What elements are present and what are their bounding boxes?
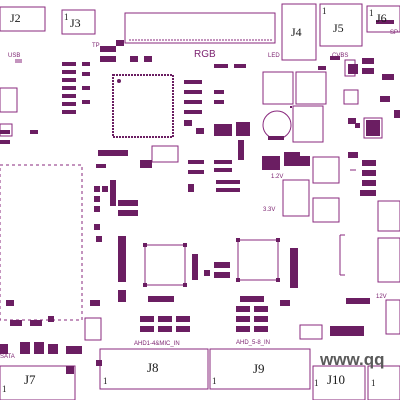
label-led: LED — [268, 53, 280, 59]
label-j5: J5 — [333, 21, 344, 35]
small-component-left — [0, 87, 18, 113]
capacitor-1 — [262, 71, 294, 105]
ahd-chip-2 — [237, 239, 279, 281]
label-3-3v: 3.3V — [263, 207, 275, 213]
pin1-j8: 1 — [103, 376, 108, 386]
label-sp: SP — [390, 30, 398, 36]
capacitor-6 — [377, 237, 400, 283]
small-part — [0, 123, 13, 137]
label-rgb: RGB — [194, 49, 216, 60]
label-1-2v: 1.2V — [271, 174, 283, 180]
label-j4: J4 — [291, 25, 302, 39]
connector-right-bottom — [367, 365, 400, 400]
capacitor-7 — [385, 299, 400, 335]
connector-j6-outline — [366, 5, 400, 33]
main-soc-chip — [112, 74, 174, 138]
label-j7: J7 — [24, 372, 36, 387]
connector-j7-outline — [0, 365, 76, 400]
capacitor-2 — [295, 71, 327, 105]
connector-j8-outline — [99, 348, 209, 390]
ic-right — [363, 117, 383, 139]
pin1-j7: 1 — [2, 384, 7, 394]
pin1-j3: 1 — [64, 12, 69, 22]
label-12v: 12V — [376, 294, 387, 300]
inductor-2 — [312, 197, 340, 223]
watermark-text: www.qq — [319, 350, 385, 369]
connector-j9-outline — [209, 348, 311, 390]
small-part-2 — [84, 317, 102, 341]
small-ic — [343, 89, 359, 105]
pin1-j10: 1 — [314, 378, 319, 388]
pin1-j6: 1 — [369, 8, 374, 18]
inductor-1 — [312, 156, 340, 184]
connector-j5-outline — [319, 3, 363, 47]
capacitor-5 — [377, 200, 400, 232]
capacitor-3 — [292, 105, 324, 143]
pin1-j5: 1 — [322, 6, 327, 16]
label-cvbs: CVBS — [332, 53, 348, 59]
component-box — [151, 145, 179, 163]
small-part-3 — [299, 324, 323, 340]
label-j3: J3 — [70, 16, 81, 30]
connector-j4-outline — [281, 3, 317, 61]
label-ahd1-4: AHD1-4&MIC_IN — [134, 341, 180, 347]
label-tp: TP — [92, 43, 100, 49]
passive-components — [0, 20, 400, 374]
pin1-j9: 1 — [212, 376, 217, 386]
label-sata: SATA — [0, 354, 15, 360]
rgb-header-outline — [124, 12, 276, 44]
label-j2: J2 — [10, 11, 21, 25]
connector-j2-outline — [0, 6, 46, 32]
capacitor-4 — [282, 179, 310, 217]
connector-j3-outline — [61, 9, 96, 35]
label-j6: J6 — [376, 11, 387, 25]
capacitor-round — [262, 110, 292, 140]
ahd-chip-1 — [144, 244, 186, 286]
label-j9: J9 — [253, 361, 265, 376]
label-usb: USB — [8, 53, 20, 59]
label-j8: J8 — [147, 360, 159, 375]
pin1-right: 1 — [371, 378, 376, 388]
label-j10: J10 — [327, 372, 345, 387]
label-ahd5-8: AHD_5-8_IN — [236, 340, 270, 346]
connector-j10-outline — [312, 365, 366, 400]
dashed-module-outline — [0, 164, 83, 321]
